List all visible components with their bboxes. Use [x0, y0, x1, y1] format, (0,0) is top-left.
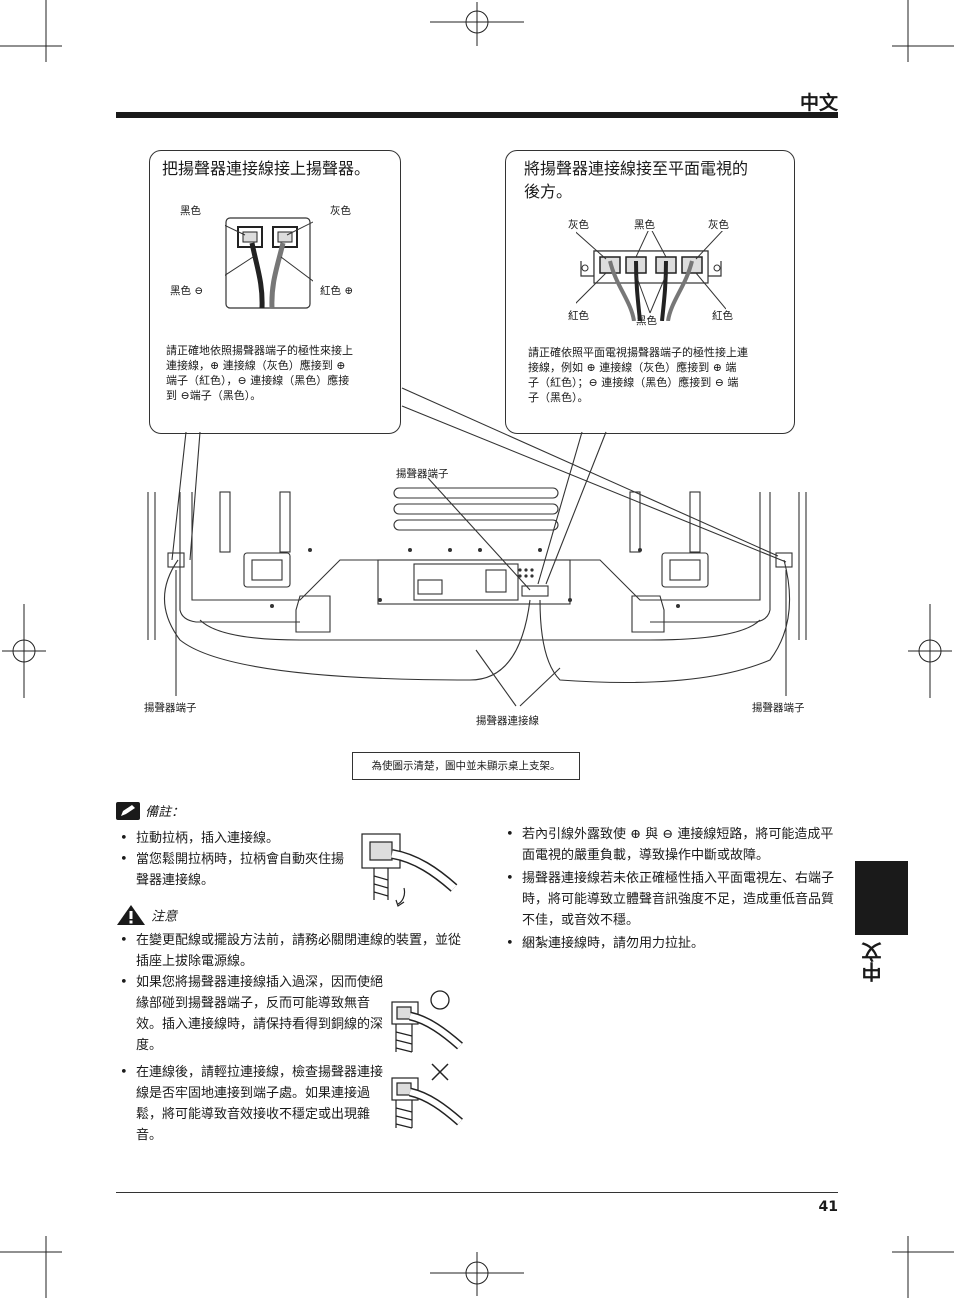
- callout-right-line: 子（黑色）。: [528, 391, 589, 404]
- label-speaker-terminal: 揚聲器端子: [144, 702, 197, 714]
- label-black: 黑色: [634, 219, 655, 231]
- callout-left-line: 到 ⊖端子（黑色）。: [166, 389, 262, 402]
- label-red-plus: 紅色 ⊕: [320, 285, 354, 297]
- note-item: 拉動拉柄，插入連接線。: [116, 828, 344, 849]
- label-black: 黑色: [180, 205, 201, 217]
- tv-rear-diagram: [147, 387, 807, 707]
- warning-icon: [117, 905, 145, 925]
- label-red: 紅色: [712, 310, 733, 322]
- diagram-caption: 為使圖示清楚，圖中並未顯示桌上支架。: [352, 752, 580, 780]
- callout-left-title: 把揚聲器連接線接上揚聲器。: [162, 159, 371, 178]
- label-speaker-terminal: 揚聲器端子: [396, 468, 449, 480]
- notes-heading-row: 備註：: [116, 800, 184, 820]
- note-item: 當您鬆開拉柄時，拉柄會自動夾住揚聲器連接線。: [116, 849, 344, 891]
- page-number: 41: [818, 1199, 838, 1215]
- right-note-item: 若內引線外露致使 ⊕ 與 ⊖ 連接線短路，將可能造成平面電視的嚴重負載，導致操作…: [502, 824, 840, 866]
- callout-right-line: 請正確依照平面電視揚聲器端子的極性接上連: [528, 346, 748, 359]
- callout-speaker-side: 把揚聲器連接線接上揚聲器。 黑色 灰色 黑色 ⊖ 紅色 ⊕ 請正確地依照揚聲器端…: [149, 150, 401, 434]
- cross-icon: [431, 1063, 449, 1081]
- callout-right-title-line: 將揚聲器連接線接至平面電視的: [524, 159, 749, 178]
- right-note-item: 揚聲器連接線若未依正確極性插入平面電視左、右端子時，將可能導致立體聲音訊強度不足…: [502, 868, 840, 931]
- correct-circle-icon: [430, 990, 450, 1010]
- callout-right-line: 接線，例如 ⊕ 連接線（灰色）應接到 ⊕ 端: [528, 361, 737, 374]
- caution-heading: 注意: [151, 909, 178, 925]
- speaker-terminal-illustration: [225, 217, 313, 309]
- right-note-item: 綑紮連接線時，請勿用力拉扯。: [502, 933, 840, 954]
- notes-heading: 備註：: [145, 805, 185, 820]
- side-tab-label: 中文: [861, 942, 885, 982]
- caution-item: 如果您將揚聲器連接線插入過深，因而使絕緣部碰到揚聲器端子，反而可能導致無音效。插…: [116, 972, 386, 1056]
- callout-left-line: 請正確地依照揚聲器端子的極性來接上: [166, 344, 353, 357]
- label-speaker-cable: 揚聲器連接線: [476, 715, 539, 727]
- side-tab: [855, 861, 908, 935]
- caution-heading-row: 注意: [116, 904, 177, 926]
- label-gray: 灰色: [568, 219, 589, 231]
- caution-item: 在變更配線或擺設方法前，請務必關閉連線的裝置，並從插座上拔除電源線。: [116, 930, 462, 972]
- label-gray: 灰色: [330, 205, 351, 217]
- bottom-rule: [116, 1192, 838, 1193]
- correct-insertion-illustration: [391, 990, 463, 1053]
- label-gray: 灰色: [708, 219, 729, 231]
- lever-illustration: [361, 833, 458, 907]
- callout-right-line: 子（紅色）；⊖ 連接線（黑色）應接到 ⊖ 端: [528, 376, 739, 389]
- callout-left-line: 端子（紅色），⊖ 連接線（黑色）應接: [166, 374, 350, 387]
- label-black-minus: 黑色 ⊖: [170, 285, 204, 297]
- caution-item: 在連線後，請輕拉連接線，檢查揚聲器連接線是否牢固地連接到端子處。如果連接過鬆，將…: [116, 1062, 386, 1146]
- callout-right-title-line: 後方。: [524, 182, 573, 201]
- callout-left-line: 連接線，⊕ 連接線（灰色）應接到 ⊕: [166, 359, 346, 372]
- label-red: 紅色: [568, 310, 589, 322]
- top-rule: [116, 112, 838, 118]
- callout-tv-side: 將揚聲器連接線接至平面電視的 後方。 灰色 黑色 灰色 紅色 黑色 紅色 請正確…: [505, 150, 795, 434]
- language-header: 中文: [799, 92, 838, 114]
- tv-terminal-illustration: [576, 231, 726, 321]
- label-speaker-terminal: 揚聲器端子: [752, 702, 805, 714]
- pencil-icon: [116, 801, 140, 820]
- incorrect-insertion-illustration: [391, 1063, 463, 1129]
